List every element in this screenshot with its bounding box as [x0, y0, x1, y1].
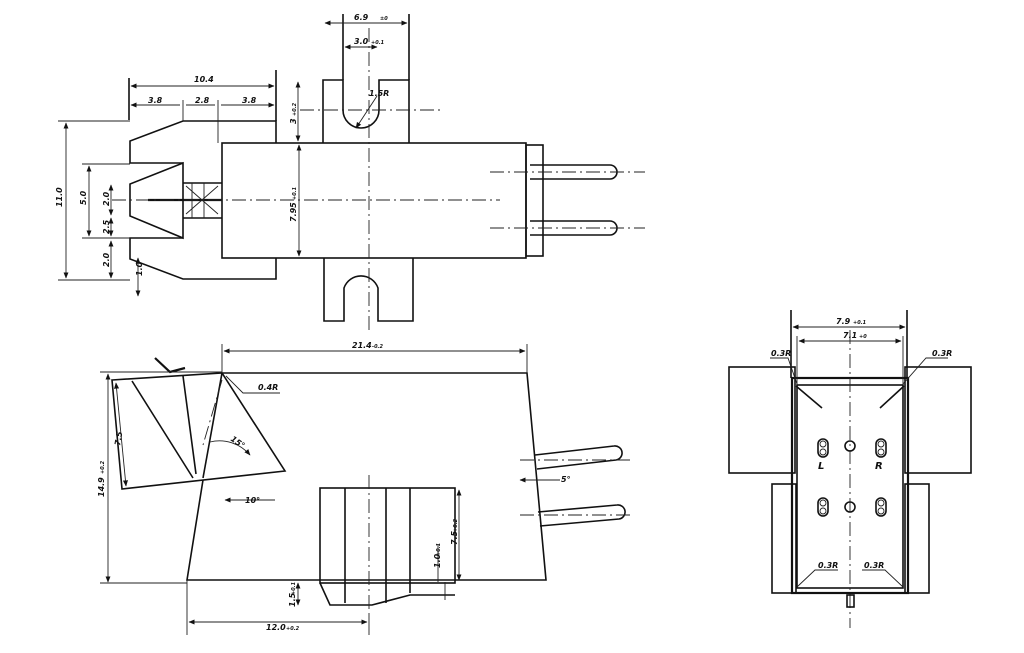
- dim-radius: 0.4R: [258, 383, 278, 392]
- side-pin-lower: [537, 504, 626, 527]
- dim-e: 1.0: [135, 261, 144, 276]
- dim-slot-outer-tol: ±0: [380, 16, 388, 22]
- dim-slot-inner-tol: +0.1: [371, 40, 384, 46]
- dim-bottom-tol: +0.1: [291, 582, 297, 595]
- lower-mounting-tab: [323, 258, 414, 322]
- dim-block-tol: +0.2: [453, 518, 459, 532]
- dim-center: 2.8: [195, 96, 210, 105]
- dim-tab-height: 3: [289, 118, 298, 124]
- dim-height: 14.9: [97, 477, 106, 497]
- dim-base-tol: +0.2: [286, 626, 300, 632]
- dim-radius-bl: 0.3R: [818, 561, 838, 570]
- dim-b: 2.0: [102, 191, 111, 206]
- label-left-channel: L: [818, 461, 824, 472]
- dim-rear-inner-tol: +0: [859, 334, 867, 340]
- dim-body-height: 7.95: [289, 202, 298, 222]
- dim-radius-br: 0.3R: [864, 561, 884, 570]
- dim-left-slant: 7.5: [113, 430, 124, 446]
- dim-d: 2.0: [102, 252, 111, 267]
- dim-rear-outer-tol: +0.1: [853, 320, 866, 326]
- coil-block: [319, 487, 456, 584]
- dim-height-tol: +0.2: [100, 460, 106, 474]
- dim-length: 21.4: [352, 341, 372, 350]
- dim-block-height: 7.5: [450, 530, 459, 545]
- dim-slot-radius: 1.5R: [369, 89, 389, 98]
- stylus-housing: [129, 161, 184, 240]
- rear-view: L R 7.9 +0.1 7.1 +0 0.3R 0.3R 0.3R 0.3R: [728, 310, 972, 628]
- dim-angle: 15°: [229, 434, 247, 450]
- dim-radius-tl: 0.3R: [771, 349, 791, 358]
- top-view: 6.9 ±0 3.0 +0.1 1.5R 10.4 3.8 2.8 3.8 11…: [55, 13, 645, 330]
- side-view: 21.4 -0.2 0.4R 14.9 +0.2 7.5 15° 10° 5° …: [97, 341, 632, 635]
- dim-c: 2.5: [102, 219, 111, 234]
- dim-a: 5.0: [79, 190, 88, 205]
- side-pin-upper: [534, 445, 623, 470]
- dim-right: 3.8: [242, 96, 257, 105]
- dim-slot-outer: 6.9: [354, 13, 369, 22]
- label-right-channel: R: [875, 461, 883, 472]
- dim-rear-outer: 7.9: [836, 317, 851, 326]
- dim-radius-tr: 0.3R: [932, 349, 952, 358]
- dim-base: 12.0: [266, 623, 286, 632]
- cartridge-body: [221, 142, 527, 259]
- dim-pin-angle: 5°: [561, 475, 571, 484]
- dim-left: 3.8: [148, 96, 163, 105]
- dim-small: 1.0: [433, 553, 442, 568]
- dim-body-height-tol: +0.1: [292, 187, 298, 200]
- dim-angle-b: 10°: [245, 496, 260, 505]
- dim-tab-height-tol: +0.2: [292, 102, 298, 116]
- dim-small-tol: +0.1: [436, 543, 442, 556]
- upper-mounting-tab: [322, 79, 410, 143]
- dim-overall-height: 11.0: [55, 187, 64, 207]
- dim-length-tol: -0.2: [372, 344, 383, 350]
- dim-overall-width: 10.4: [194, 75, 214, 84]
- side-body: [186, 372, 547, 581]
- dim-rear-inner: 7.1: [843, 331, 857, 340]
- dim-slot-inner: 3.0: [354, 37, 369, 46]
- terminal-holes: [817, 438, 887, 517]
- dim-bottom: 1.5: [288, 592, 297, 607]
